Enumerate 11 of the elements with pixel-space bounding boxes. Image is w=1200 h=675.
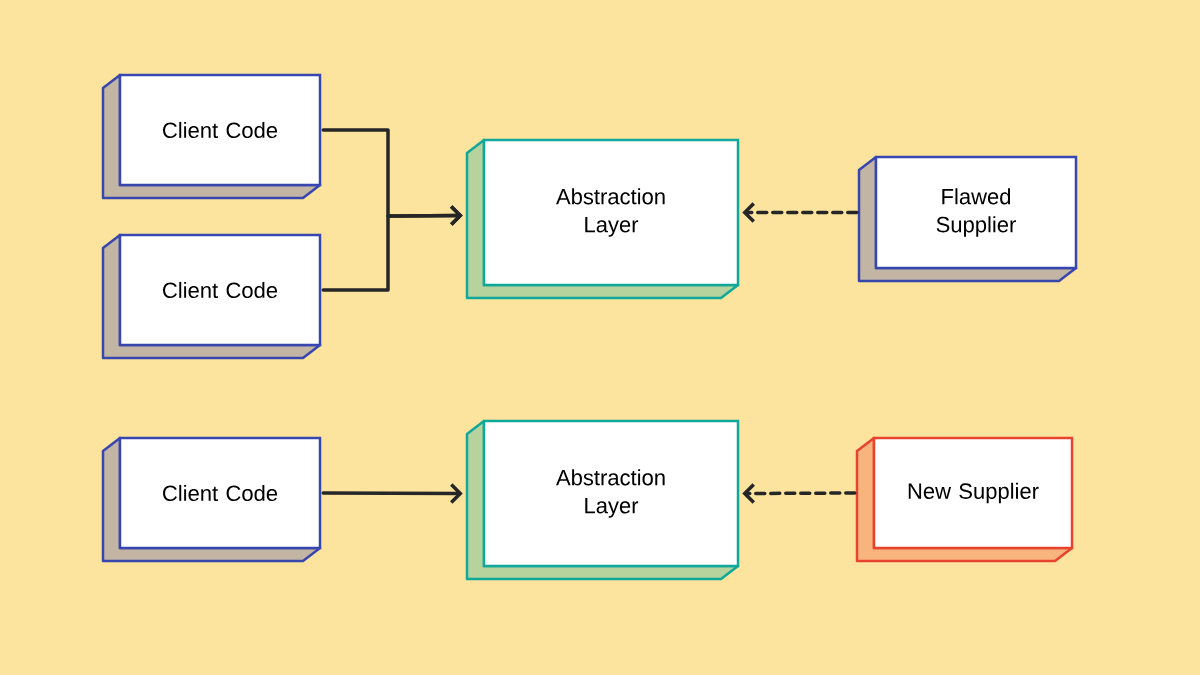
arrow xyxy=(742,202,859,223)
box: Client Code xyxy=(101,73,322,200)
box: Client Code xyxy=(101,436,322,563)
box: Flawed Supplier xyxy=(857,155,1078,283)
arrow xyxy=(742,483,857,504)
arrow xyxy=(321,205,463,292)
box: Abstraction Layer xyxy=(465,419,740,581)
box: Abstraction Layer xyxy=(465,138,740,300)
arrow xyxy=(321,483,463,504)
box: Client Code xyxy=(101,233,322,360)
box: New Supplier xyxy=(855,436,1074,563)
